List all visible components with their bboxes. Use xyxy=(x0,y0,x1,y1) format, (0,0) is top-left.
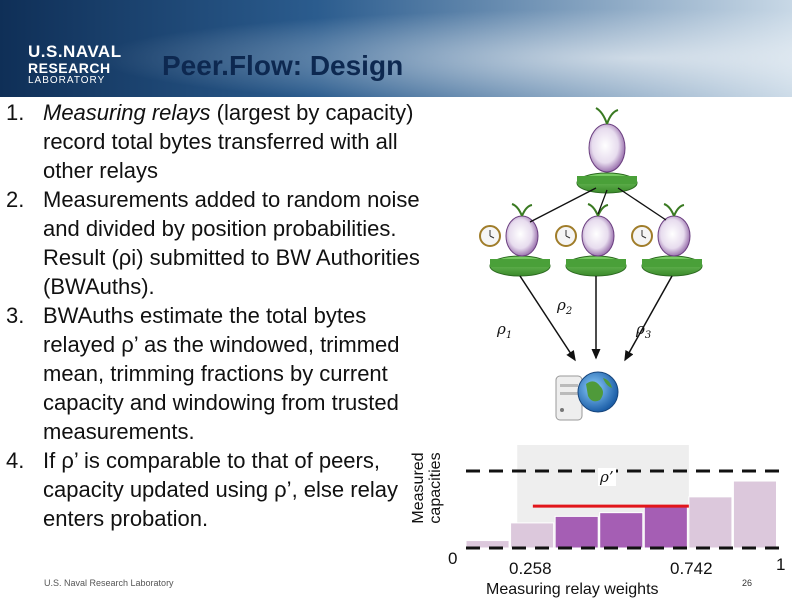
arrow-rho3 xyxy=(624,275,673,362)
rho2-label: ρ2 xyxy=(557,296,573,317)
link-line xyxy=(617,187,667,221)
link-line xyxy=(529,187,597,223)
footer-org: U.S. Naval Research Laboratory xyxy=(44,578,174,588)
measuring-relay-icon xyxy=(576,107,638,194)
page-number: 26 xyxy=(742,578,753,588)
list-item-number: 4. xyxy=(6,448,25,473)
list-item: 2. Measurements added to random noise an… xyxy=(6,185,426,301)
list-item: 4. If ρ’ is comparable to that of peers,… xyxy=(6,446,426,533)
relay-1-icon xyxy=(479,203,551,277)
list-item-text: Measurements added to random noise and d… xyxy=(43,187,420,299)
list-item-emphasis: Measuring relays xyxy=(43,100,211,125)
list-item-text: BWAuths estimate the total bytes relayed… xyxy=(43,303,400,444)
link-line xyxy=(597,189,608,215)
chart-bar xyxy=(465,540,510,549)
globe-icon xyxy=(577,371,619,413)
x-axis-label: Measuring relay weights xyxy=(486,581,659,598)
x-tick-0258: 0.258 xyxy=(509,559,552,578)
relay-3-icon xyxy=(631,203,703,277)
chart-bar xyxy=(599,512,644,549)
rho1-label: ρ1 xyxy=(497,320,513,341)
chart-bar xyxy=(688,496,733,549)
x-tick-0: 0 xyxy=(448,549,458,568)
chart-bar xyxy=(732,480,778,549)
rho-prime-label: ρ’ xyxy=(598,468,616,486)
y-axis-label: Measured capacities xyxy=(410,452,444,524)
chart-bar xyxy=(643,505,688,549)
list-item-number: 1. xyxy=(6,100,25,125)
nrl-logo: U.S.NAVAL RESEARCH LABORATORY xyxy=(28,28,128,86)
logo-line-3: LABORATORY xyxy=(28,75,106,86)
relay-2-icon xyxy=(555,203,627,277)
slide-title: Peer.Flow: Design xyxy=(162,50,404,81)
rho3-label: ρ3 xyxy=(636,320,652,341)
list-item-text: (largest by capacity) record total bytes… xyxy=(43,100,414,183)
design-steps-list: 1. Measuring relays (largest by capacity… xyxy=(6,98,426,533)
x-tick-0742: 0.742 xyxy=(670,559,713,578)
list-item-text: If ρ’ is comparable to that of peers, ca… xyxy=(43,448,398,531)
x-tick-1: 1 xyxy=(776,555,786,574)
capacity-chart xyxy=(465,445,784,550)
list-item: 3. BWAuths estimate the total bytes rela… xyxy=(6,301,426,446)
logo-line-2: RESEARCH xyxy=(28,60,111,76)
bwauth-server-icon xyxy=(555,375,583,421)
list-item: 1. Measuring relays (largest by capacity… xyxy=(6,98,426,185)
arrow-rho1 xyxy=(519,275,576,362)
logo-line-1: U.S.NAVAL xyxy=(28,42,122,61)
header-banner-glow xyxy=(0,0,792,97)
chart-bar xyxy=(510,522,555,549)
chart-bar xyxy=(554,515,599,549)
list-item-number: 3. xyxy=(6,303,25,328)
list-item-number: 2. xyxy=(6,187,25,212)
